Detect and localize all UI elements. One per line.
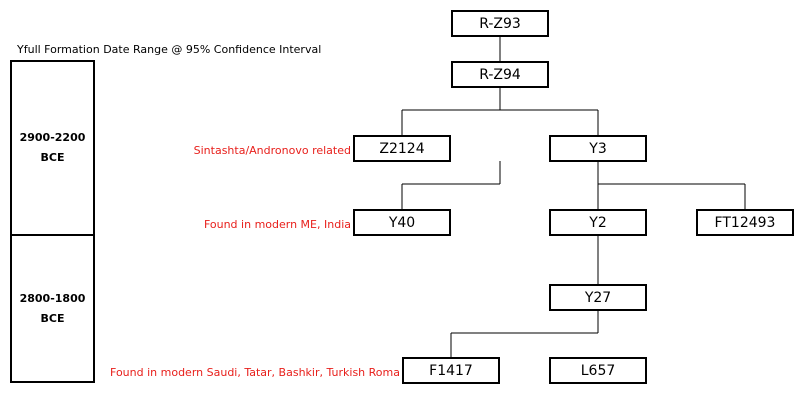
node-y27: Y27 xyxy=(549,284,647,311)
node-r-z94: R-Z94 xyxy=(451,61,549,88)
node-l657: L657 xyxy=(549,357,647,384)
node-z2124: Z2124 xyxy=(353,135,451,162)
annotation-y40: Found in modern ME, India xyxy=(203,218,351,231)
date-range-box-2: 2800-1800 BCE xyxy=(10,234,95,383)
node-ft12493: FT12493 xyxy=(696,209,794,236)
date-range-1-line2: BCE xyxy=(40,151,65,164)
date-range-1-line1: 2900-2200 xyxy=(19,131,86,144)
node-r-z93: R-Z93 xyxy=(451,10,549,37)
date-range-2-line1: 2800-1800 xyxy=(19,291,86,305)
date-range-box-1: 2900-2200 BCE xyxy=(10,60,95,236)
node-y3: Y3 xyxy=(549,135,647,162)
chart-title: Yfull Formation Date Range @ 95% Confide… xyxy=(17,43,322,56)
annotation-z2124: Sintashta/Andronovo related xyxy=(193,144,351,157)
node-f1417: F1417 xyxy=(402,357,500,384)
date-range-2-line2: BCE xyxy=(40,311,65,325)
node-y2: Y2 xyxy=(549,209,647,236)
node-y40: Y40 xyxy=(353,209,451,236)
annotation-f1417: Found in modern Saudi, Tatar, Bashkir, T… xyxy=(110,366,400,379)
